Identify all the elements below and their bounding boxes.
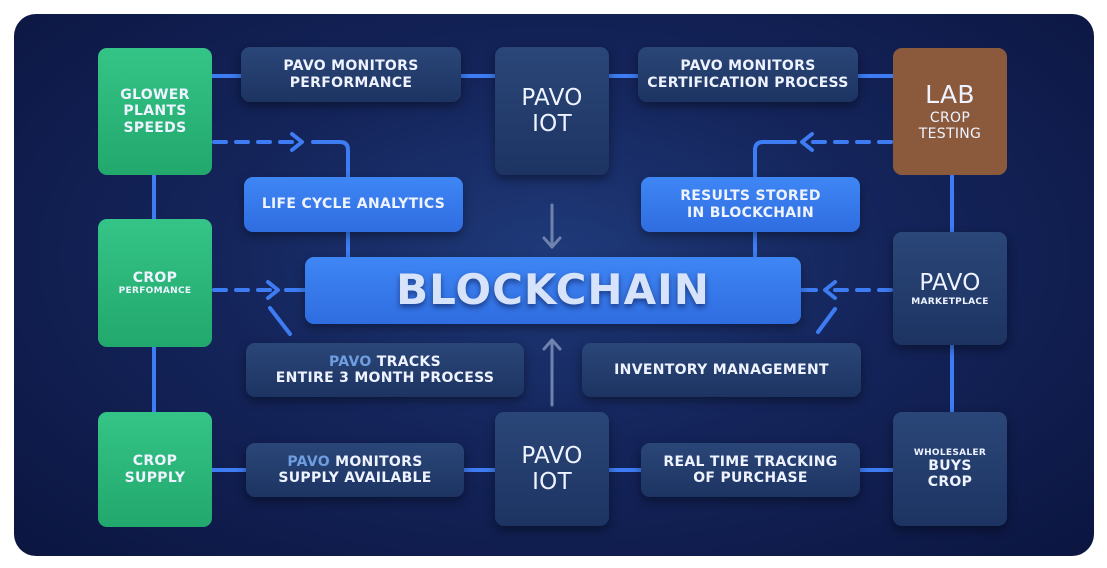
- node-label: IN BLOCKCHAIN: [687, 204, 814, 221]
- node-label: GLOWER: [120, 87, 190, 104]
- node-label: BUYS: [928, 458, 972, 475]
- node-label: TRACKS: [376, 353, 441, 370]
- monitors-performance-node: PAVO MONITORS PERFORMANCE: [241, 47, 461, 102]
- node-label: IOT: [532, 111, 572, 137]
- inventory-management-node: INVENTORY MANAGEMENT: [582, 343, 861, 397]
- monitors-certification-node: PAVO MONITORS CERTIFICATION PROCESS: [638, 47, 858, 102]
- pavo-iot-top-node: PAVO IOT: [495, 47, 609, 175]
- results-stored-node: RESULTS STORED IN BLOCKCHAIN: [641, 177, 860, 232]
- node-label: LIFE CYCLE ANALYTICS: [261, 196, 446, 213]
- wholesaler-node: WHOLESALER BUYS CROP: [893, 412, 1007, 526]
- node-label: RESULTS STORED: [680, 188, 821, 205]
- node-label: CROP: [132, 269, 178, 286]
- blockchain-node: BLOCKCHAIN: [305, 257, 801, 324]
- node-label: INVENTORY MANAGEMENT: [614, 361, 829, 378]
- node-label: SPEEDS: [123, 119, 187, 136]
- node-label: BLOCKCHAIN: [396, 265, 710, 315]
- node-sublabel: MARKETPLACE: [911, 296, 989, 307]
- lab-crop-testing-node: LAB CROP TESTING: [893, 48, 1007, 175]
- crop-performance-node: CROP PERFOMANCE: [98, 219, 212, 347]
- node-label: PLANTS: [123, 103, 187, 120]
- crop-supply-node: CROP SUPPLY: [98, 412, 212, 527]
- monitors-supply-node: PAVO MONITORS SUPPLY AVAILABLE: [246, 443, 464, 497]
- life-cycle-analytics-node: LIFE CYCLE ANALYTICS: [244, 177, 463, 232]
- node-label: REAL TIME TRACKING: [663, 453, 838, 470]
- pavo-iot-bottom-node: PAVO IOT: [495, 412, 609, 526]
- glower-plants-speeds-node: GLOWER PLANTS SPEEDS: [98, 48, 212, 175]
- pavo-marketplace-node: PAVO MARKETPLACE: [893, 232, 1007, 345]
- node-sublabel: WHOLESALER: [913, 447, 987, 458]
- node-label: ENTIRE 3 MONTH PROCESS: [275, 370, 495, 386]
- node-sublabel: PERFOMANCE: [118, 285, 192, 296]
- node-label: OF PURCHASE: [693, 470, 808, 486]
- brand-label: PAVO: [329, 353, 372, 370]
- node-label: PERFORMANCE: [289, 74, 413, 91]
- node-label: LAB: [925, 80, 975, 110]
- node-label: SUPPLY: [124, 469, 186, 486]
- node-label: CROP: [132, 453, 178, 470]
- node-label: PAVO: [919, 270, 981, 297]
- brand-label: PAVO: [287, 453, 330, 470]
- node-label: IOT: [532, 469, 572, 495]
- node-label: CROP: [927, 474, 973, 491]
- node-sublabel: CROP: [929, 109, 971, 126]
- node-label: SUPPLY AVAILABLE: [278, 470, 432, 486]
- node-label: PAVO MONITORS: [283, 58, 419, 75]
- node-label: PAVO: [521, 84, 583, 111]
- real-time-tracking-node: REAL TIME TRACKING OF PURCHASE: [641, 443, 860, 497]
- node-label: CERTIFICATION PROCESS: [647, 74, 849, 91]
- node-label: MONITORS: [335, 453, 423, 470]
- node-label: PAVO: [521, 442, 583, 469]
- node-sublabel: TESTING: [918, 125, 982, 142]
- node-label: PAVO MONITORS: [680, 58, 816, 75]
- pavo-tracks-node: PAVO TRACKS ENTIRE 3 MONTH PROCESS: [246, 343, 524, 397]
